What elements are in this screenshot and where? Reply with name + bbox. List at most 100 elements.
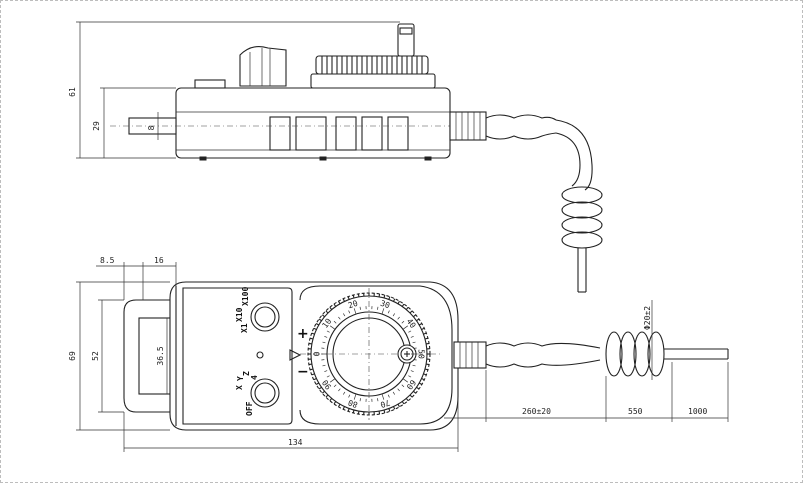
scale-tick xyxy=(392,313,396,317)
scale-label: 30 xyxy=(379,299,391,311)
knurl-tooth xyxy=(405,306,409,310)
knurl-tooth xyxy=(378,411,381,415)
dim-ear-width: 8.5 xyxy=(100,256,115,265)
dim-ear-to-body: 16 xyxy=(154,256,164,265)
scale-label: 70 xyxy=(379,398,391,410)
knurl-tooth xyxy=(311,332,315,335)
scale-tick xyxy=(412,364,416,367)
scale-label: 0 xyxy=(313,351,322,356)
knurl-tooth xyxy=(342,298,345,302)
dim-inner-height: 52 xyxy=(91,351,100,361)
knurl-tooth xyxy=(421,378,425,381)
axis-label-z: Z xyxy=(242,371,251,376)
scale-label: 80 xyxy=(347,398,359,410)
knurl-tooth xyxy=(418,382,423,385)
knurl-tooth xyxy=(383,294,386,299)
knurl-tooth xyxy=(329,398,333,402)
knurl-tooth xyxy=(383,409,386,414)
scale-tick xyxy=(324,370,328,372)
scale-tick xyxy=(322,341,326,344)
scale-tick xyxy=(359,398,361,402)
scale-tick xyxy=(408,375,412,378)
dim-total-height: 61 xyxy=(68,87,77,97)
dial-pointer-icon xyxy=(289,349,302,361)
axis-label-4: 4 xyxy=(250,375,259,380)
knurl-tooth xyxy=(409,310,413,314)
knurl-tooth xyxy=(329,306,333,310)
knurl-tooth xyxy=(321,314,325,318)
knurl-tooth xyxy=(409,394,413,398)
front-dimensions: 8.5 16 69 52 36.5 134 26 xyxy=(68,256,729,452)
knurl-tooth xyxy=(313,327,317,330)
scale-tick xyxy=(387,310,390,314)
knurl-tooth xyxy=(352,409,355,414)
knurl-tooth xyxy=(393,298,396,302)
scale-tick xyxy=(342,391,346,395)
grip-ribs xyxy=(269,116,409,151)
knurl-tooth xyxy=(413,390,417,394)
scale-tick xyxy=(333,384,337,388)
scale-tick xyxy=(359,306,361,310)
plus-sign: + xyxy=(297,326,309,342)
knurl-tooth xyxy=(397,403,400,408)
scale-tick xyxy=(324,336,328,338)
dial-surround xyxy=(299,285,453,425)
knurl-tooth xyxy=(318,318,322,322)
knurl-tooth xyxy=(393,406,396,410)
knurl-tooth xyxy=(308,363,312,366)
scale-tick xyxy=(401,320,405,324)
knurl-tooth xyxy=(309,337,314,340)
multiplier-knob: X1 X10 X100 xyxy=(235,287,280,333)
scale-label: 50 xyxy=(417,349,426,359)
knurl-tooth xyxy=(401,401,405,405)
scale-tick xyxy=(381,393,385,400)
knurl-tooth xyxy=(418,323,423,326)
knurl-tooth xyxy=(357,293,360,297)
handwheel-side xyxy=(310,23,436,89)
knurl-tooth xyxy=(308,342,312,345)
knurl-tooth xyxy=(388,408,391,412)
scale-tick xyxy=(348,310,351,314)
mult-label-x1: X1 xyxy=(240,323,249,333)
knurl-tooth xyxy=(416,386,420,390)
knurl-tooth xyxy=(388,296,391,300)
knurl-tooth xyxy=(347,408,350,412)
dim-total-length: 134 xyxy=(288,438,303,447)
scale-tick xyxy=(342,313,346,317)
knurl-tooth xyxy=(309,368,314,371)
dim-body-height: 29 xyxy=(92,121,101,131)
mult-label-x100: X100 xyxy=(241,287,250,306)
scale-tick xyxy=(338,316,341,320)
mult-label-x10: X10 xyxy=(235,307,244,322)
knurl-tooth xyxy=(424,368,429,371)
scale-label: 20 xyxy=(347,299,359,311)
knurl-tooth xyxy=(413,314,417,318)
dim-shaft-dia: 8 xyxy=(147,125,156,130)
knurl-tooth xyxy=(423,332,427,335)
scale-tick xyxy=(377,306,379,310)
scale-tick xyxy=(326,330,330,333)
knurl-tooth xyxy=(313,378,317,381)
scale-tick xyxy=(402,378,409,383)
knurl-tooth xyxy=(347,296,350,300)
switch-panel xyxy=(182,287,293,425)
indicator-led xyxy=(256,351,264,359)
knurl-tooth xyxy=(421,327,425,330)
cable-front xyxy=(453,331,729,377)
side-view: 61 29 8 xyxy=(68,21,603,293)
scale-tick xyxy=(397,316,400,320)
scale-tick xyxy=(402,325,409,330)
scale-tick xyxy=(408,330,412,333)
cable-side xyxy=(449,111,603,293)
knurl-tooth xyxy=(352,294,355,299)
knurl-tooth xyxy=(315,382,320,385)
scale-tick xyxy=(322,364,326,367)
knurl-tooth xyxy=(311,373,315,376)
knurl-tooth xyxy=(357,411,360,415)
knurl-tooth xyxy=(423,373,427,376)
selector-knob-side xyxy=(194,46,287,89)
axis-label-y: Y xyxy=(236,376,245,381)
scale-tick xyxy=(401,384,405,388)
axis-knob: OFF X Y Z 4 xyxy=(235,371,280,416)
